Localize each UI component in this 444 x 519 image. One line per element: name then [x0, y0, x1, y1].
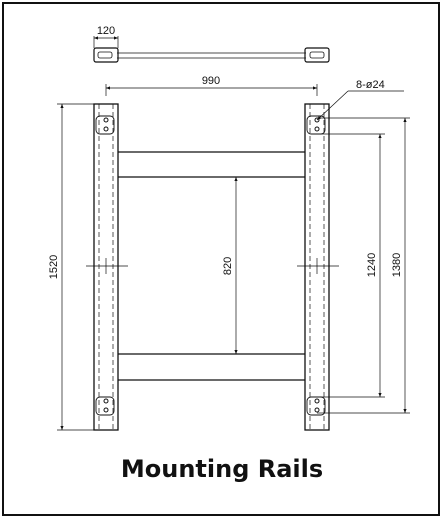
bolt-hole-leader	[316, 90, 404, 121]
bolt-hole	[103, 126, 109, 132]
top-view	[93, 47, 330, 63]
bolt-hole	[314, 398, 320, 404]
dim-label-hole-pitch-outer: 1380	[391, 253, 403, 277]
bolt-hole	[314, 126, 320, 132]
bolt-hole	[103, 398, 109, 404]
left-rail	[93, 103, 119, 431]
dim-rail-length	[57, 103, 94, 431]
dim-hole-pitch-outer	[317, 117, 410, 414]
dim-label-hole-pitch-inner: 1240	[366, 253, 378, 277]
dim-hole-pitch-inner	[317, 133, 385, 398]
bolt-hole	[103, 117, 109, 123]
bolt-hole	[314, 407, 320, 413]
center-marks	[86, 258, 339, 274]
bolt-hole	[103, 407, 109, 413]
dim-rail-spacing	[105, 84, 318, 96]
dim-rail-width	[93, 36, 119, 48]
dim-label-bolt-holes: 8-ø24	[356, 79, 385, 91]
crossbars	[118, 151, 305, 381]
dim-label-rail-length: 1520	[48, 255, 60, 279]
right-rail	[304, 103, 330, 431]
dim-label-rail-spacing: 990	[202, 75, 220, 87]
dim-label-crossbar-gap: 820	[222, 257, 234, 275]
dim-label-rail-width: 120	[97, 25, 115, 37]
top-right-rail-end	[304, 47, 330, 63]
top-left-rail-end	[93, 47, 119, 63]
drawing-caption: Mounting Rails	[120, 455, 324, 483]
